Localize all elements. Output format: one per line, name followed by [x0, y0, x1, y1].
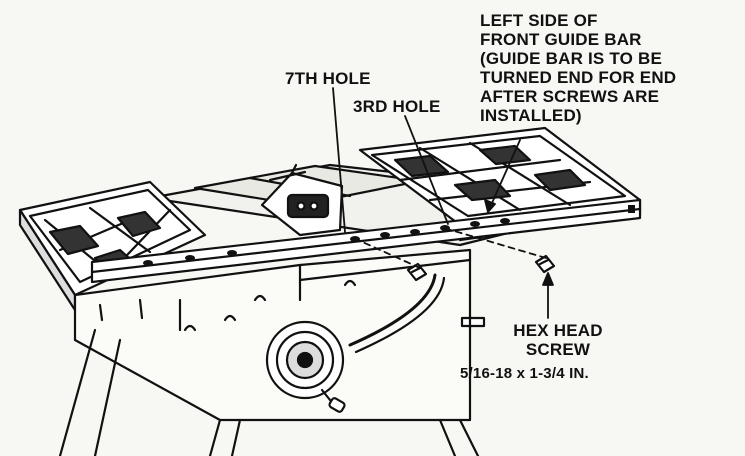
seventh-hole-label: 7TH HOLE — [285, 69, 371, 88]
hex-head-screw-right — [534, 254, 556, 274]
front-guide-bar — [90, 198, 642, 284]
left-side-guide-bar-label: LEFT SIDE OF FRONT GUIDE BAR (GUIDE BAR … — [480, 12, 676, 126]
side-knob — [460, 314, 486, 330]
screw-size-label: 5/16-18 x 1-3/4 IN. — [460, 365, 589, 382]
label-line: HEX HEAD — [513, 321, 603, 340]
label-line: LEFT SIDE OF — [480, 11, 598, 30]
saw-legs — [58, 328, 480, 456]
alignment-lines — [357, 227, 547, 269]
label-line: AFTER SCREWS ARE — [480, 87, 660, 106]
tilt-arc — [348, 273, 446, 354]
leader-arrows — [332, 87, 554, 319]
third-hole-label: 3RD HOLE — [353, 97, 441, 116]
saw-cabinet — [73, 248, 472, 422]
blade-guard — [260, 163, 344, 237]
label-line: FRONT GUIDE BAR — [480, 30, 642, 49]
label-line: (GUIDE BAR IS TO BE — [480, 49, 663, 68]
guide-bar-holes — [143, 205, 635, 266]
label-line: TURNED END FOR END — [480, 68, 677, 87]
height-handwheel — [265, 320, 346, 413]
hex-head-screw-label: HEX HEAD SCREW — [488, 322, 628, 360]
label-line: SCREW — [525, 340, 591, 359]
label-line: INSTALLED) — [480, 106, 582, 125]
left-extension-wing — [18, 180, 207, 312]
